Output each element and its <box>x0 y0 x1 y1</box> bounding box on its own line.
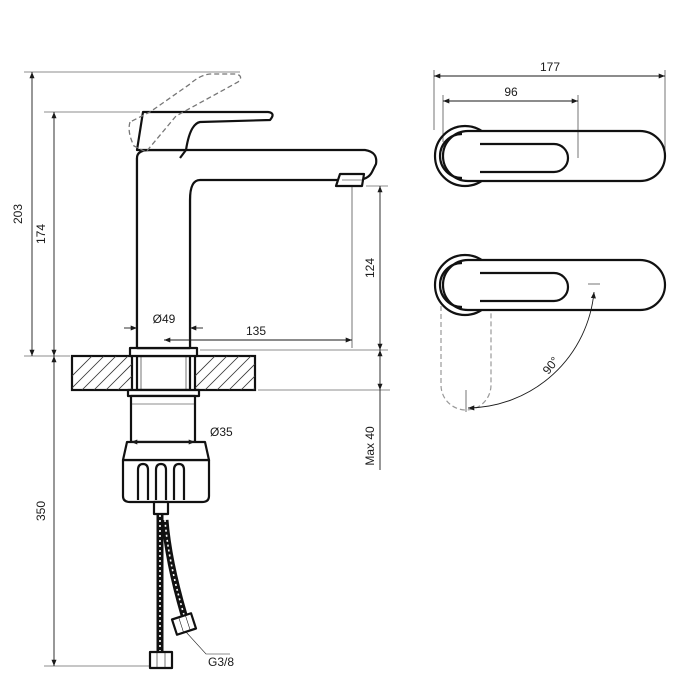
base-diameter-label: Ø49 <box>153 312 176 326</box>
top-view-closed: 177 96 <box>433 60 667 188</box>
dim-outlet-height: 124 <box>200 185 388 351</box>
dim-handle-span: 177 <box>433 60 666 152</box>
outlet-height-label: 124 <box>363 258 377 278</box>
shank-diameter-label: Ø35 <box>210 425 233 439</box>
hoses <box>148 500 198 670</box>
hose-length-label: 350 <box>34 501 48 521</box>
counter-thickness-label: Max 40 <box>363 426 377 466</box>
dim-hose-thread: G3/8 <box>185 631 234 669</box>
dim-projection: 135 <box>164 324 352 343</box>
hose-fitting-left <box>148 650 174 670</box>
side-view: 203 174 124 Ø49 135 <box>11 71 390 670</box>
top-view-rotation: 90° <box>433 253 667 412</box>
handle-center-label: 96 <box>504 85 518 99</box>
dim-shank-diameter: Ø35 <box>131 425 233 445</box>
lever-handle-open-ghost <box>128 73 242 153</box>
handle-span-label: 177 <box>540 60 560 74</box>
dim-hose-length: 350 <box>34 356 150 667</box>
total-height-label: 203 <box>11 204 25 224</box>
hose-fitting-right <box>170 612 198 636</box>
lever-handle <box>135 110 274 159</box>
rotation-angle-label: 90° <box>540 354 562 377</box>
countertop <box>70 354 257 392</box>
shank <box>126 346 201 444</box>
faucet-body <box>135 148 378 350</box>
dim-counter-thickness: Max 40 <box>258 350 390 470</box>
dim-rotation-angle: 90° <box>467 291 596 411</box>
spout-height-label: 174 <box>34 224 48 244</box>
mounting-nut <box>121 440 211 504</box>
dim-handle-center: 96 <box>442 85 579 158</box>
dim-total-height: 203 <box>11 71 240 357</box>
dim-spout-height: 174 <box>34 111 140 356</box>
projection-label: 135 <box>246 324 266 338</box>
hose-thread-label: G3/8 <box>208 655 234 669</box>
